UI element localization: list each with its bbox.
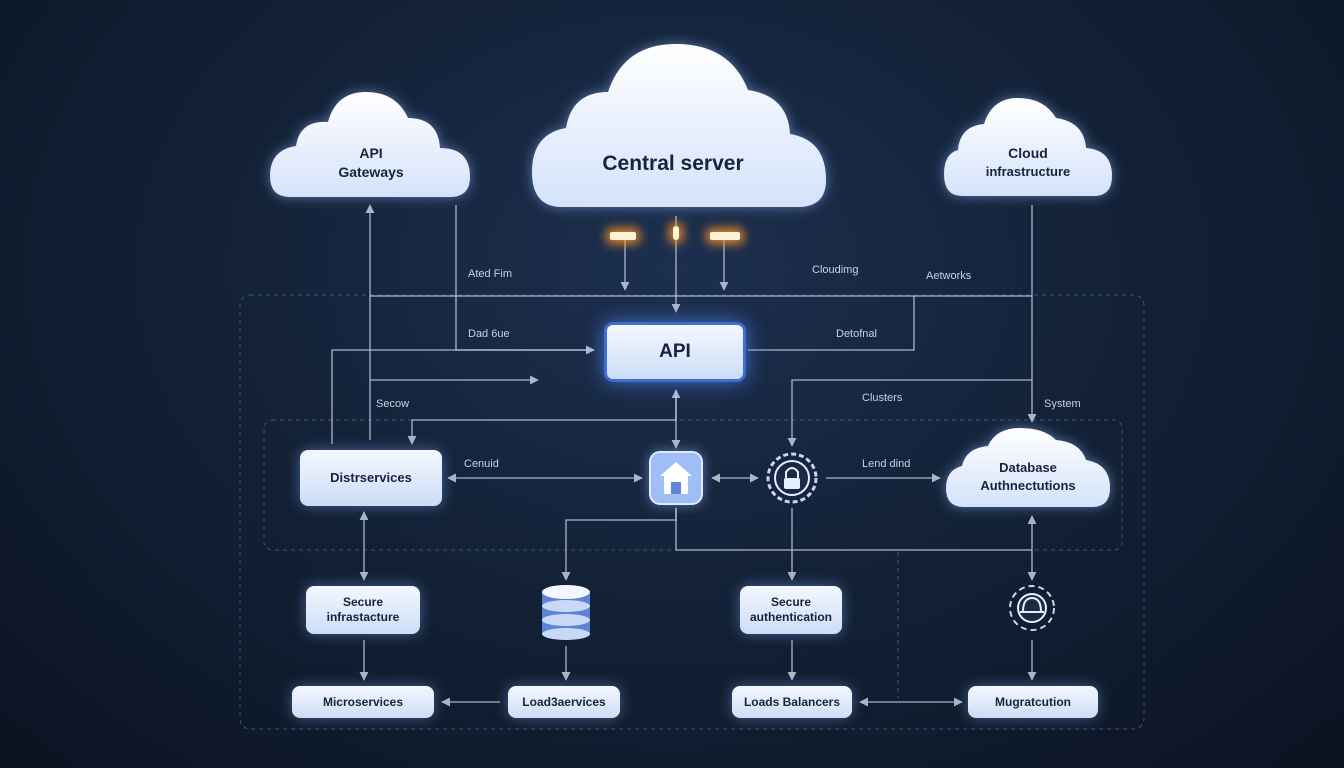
secure-authentication-line2: authentication: [749, 610, 832, 624]
gear-lock-icon: [766, 452, 818, 504]
distrservices-node[interactable]: Distrservices: [300, 450, 442, 506]
cloud-central-server: Central server: [532, 44, 826, 207]
label-ated-fim: Ated Fim: [468, 268, 513, 280]
label-system: System: [1044, 398, 1081, 410]
label-lend-dind: Lend dind: [862, 458, 911, 470]
cloud-api-gateways-line2: Gateways: [338, 164, 404, 180]
cloud-api-gateways: API Gateways: [270, 92, 470, 197]
connectors: [331, 204, 1037, 707]
label-cloudimg: Cloudimg: [812, 264, 859, 276]
secure-authentication-line1: Secure: [770, 595, 812, 609]
outer-zone: [239, 294, 1145, 730]
label-clusters: Clusters: [862, 392, 903, 404]
label-secow: Secow: [376, 398, 410, 410]
loads-balancers-node[interactable]: Loads Balancers: [732, 686, 852, 718]
mulstructure-node[interactable]: Mugratcution: [968, 686, 1098, 718]
glow-connector-center: [673, 226, 679, 240]
secure-infrastructure-node[interactable]: Secure infrastacture: [306, 586, 420, 634]
label-cenuid: Cenuid: [464, 458, 499, 470]
loadservices-node[interactable]: Load3aervices: [508, 686, 620, 718]
cloud-database-line2: Authnectutions: [980, 478, 1075, 493]
dome-node-icon: [1009, 585, 1055, 631]
cloud-infra-line1: Cloud: [1008, 145, 1048, 161]
secure-authentication-node[interactable]: Secure authentication: [740, 586, 842, 634]
label-dad-bue: Dad 6ue: [468, 328, 510, 340]
label-networks: Aetworks: [926, 270, 972, 282]
microservices-node[interactable]: Microservices: [292, 686, 434, 718]
cloud-infra-line2: infrastructure: [986, 164, 1071, 179]
api-node[interactable]: API: [604, 322, 746, 382]
cloud-cloud-infrastructure: Cloud infrastructure: [944, 98, 1112, 196]
cloud-database-auth: Database Authnectutions: [946, 428, 1110, 507]
cloud-database-line1: Database: [999, 460, 1057, 475]
database-icon: [542, 585, 590, 640]
secure-infrastructure-line2: infrastacture: [326, 610, 400, 624]
secure-infrastructure-line1: Secure: [342, 595, 384, 609]
glow-connector-left: [610, 232, 636, 240]
glow-connector-right: [710, 232, 740, 240]
cloud-central-server-text: Central server: [602, 152, 743, 175]
shield-home-icon: [649, 451, 703, 505]
label-detofnal: Detofnal: [836, 328, 877, 340]
cloud-api-gateways-line1: API: [359, 145, 382, 161]
